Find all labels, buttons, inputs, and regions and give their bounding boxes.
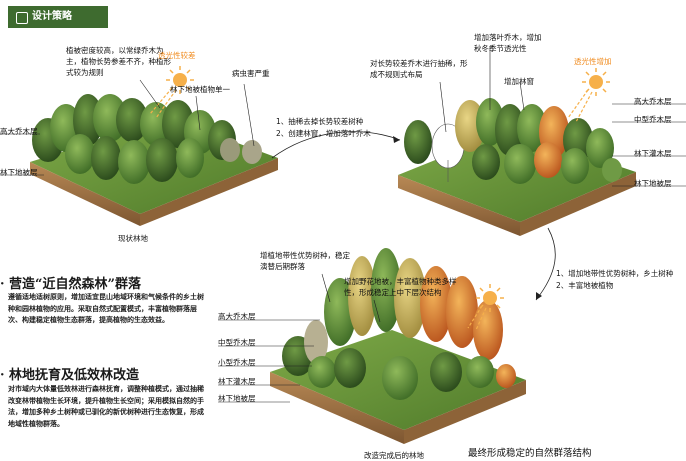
caption-existing: 现状林地 bbox=[118, 234, 148, 243]
note-flowers: 增加野花地被，丰富植物种类多样性，形成稳定上中下层次结构 bbox=[344, 277, 457, 297]
layer-label-high-1: 高大乔木层 bbox=[0, 127, 38, 136]
section1-title: · 营造“近自然森林”群落 bbox=[0, 277, 142, 292]
section1-body: 遵循适地适树原则，增加适宜昆山地域环境和气候条件的乡土树种和园林植物的应用。采取… bbox=[8, 293, 204, 324]
layer-label-2-3: 林下地被层 bbox=[634, 179, 672, 188]
header-title: 设计策略 bbox=[32, 11, 72, 22]
arrow-curve-2 bbox=[535, 227, 556, 301]
layer-label-3-4: 林下地被层 bbox=[218, 394, 256, 403]
existing-trees bbox=[32, 94, 262, 184]
note-light-increase: 透光性增加 bbox=[574, 57, 612, 66]
layer-label-2-1: 中型乔木层 bbox=[634, 115, 672, 124]
note-pest: 病虫害严重 bbox=[232, 69, 270, 78]
layer-label-2-0: 高大乔木层 bbox=[634, 97, 672, 106]
layer-label-3-1: 中型乔木层 bbox=[218, 338, 256, 347]
thinned-trees bbox=[404, 98, 622, 184]
arrow1-step2: 2、创建林窗，增加落叶乔木 bbox=[276, 129, 371, 138]
arrow2-step2: 2、丰富地被植物 bbox=[556, 281, 614, 290]
block-existing-woodland bbox=[30, 94, 278, 226]
note-window: 增加林窗 bbox=[504, 77, 534, 86]
arrow1-step1: 1、抽稀去掉长势较差树种 bbox=[276, 117, 364, 126]
layer-label-3-0: 高大乔木层 bbox=[218, 312, 256, 321]
note-deciduous: 增加落叶乔木，增加秋冬季节透光性 bbox=[474, 33, 542, 53]
layer-label-under-1: 林下地被层 bbox=[0, 168, 38, 177]
sun-icon-1 bbox=[149, 66, 194, 119]
arrow-curve-1 bbox=[271, 131, 401, 159]
block-thinned-woodland bbox=[398, 98, 636, 236]
note-thin: 对长势较差乔木进行抽稀，形成不规则式布局 bbox=[370, 59, 468, 79]
layer-label-3-2: 小型乔木层 bbox=[218, 358, 256, 367]
layer-label-3-3: 林下灌木层 bbox=[218, 377, 256, 386]
section-header: 设计策略 bbox=[8, 6, 108, 28]
arrow-head-1 bbox=[393, 136, 400, 143]
arrow2-step1: 1、增加地带性优势树种，乡土树种 bbox=[556, 269, 674, 278]
section2-body: 对市域内大体量低效林进行森林抚育，调整种植模式，通过抽稀改变林带植物生长环境，提… bbox=[8, 385, 204, 428]
layer-label-2-2: 林下灌木层 bbox=[634, 149, 672, 158]
sun-icon-3 bbox=[467, 284, 504, 331]
final-structure-note: 最终形成稳定的自然群落结构 bbox=[468, 448, 592, 459]
section2-title: · 林地抚育及低效林改造 bbox=[0, 368, 140, 383]
note-density: 植被密度较高，以常绿乔木为主，植物长势参差不齐，种植形式较为规则 bbox=[66, 46, 171, 77]
note-single-understory: 林下地被植物单一 bbox=[170, 85, 230, 94]
arrow-head-2 bbox=[536, 292, 542, 300]
sun-icon-2 bbox=[567, 68, 610, 123]
caption-improved: 改造完成后的林地 bbox=[364, 451, 424, 460]
note-species: 增植地带性优势树种，稳定演替后期群落 bbox=[260, 251, 350, 271]
header-icon bbox=[16, 12, 28, 24]
note-light-poor: 透光性较差 bbox=[158, 51, 196, 60]
